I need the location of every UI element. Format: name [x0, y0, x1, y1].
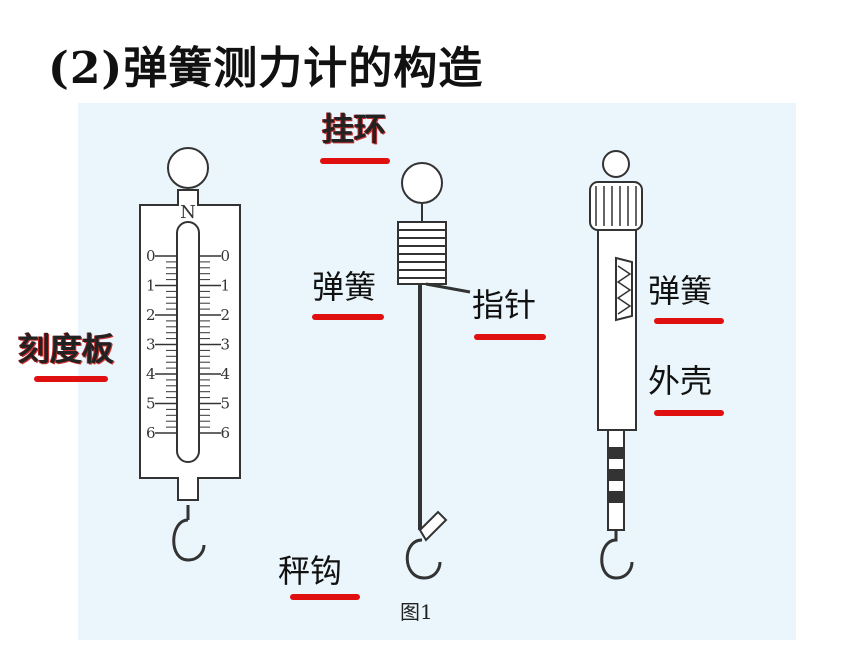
label-ring: 挂环 — [322, 110, 387, 148]
label-spring-middle: 弹簧 — [312, 268, 377, 306]
tick-label: 6 — [146, 424, 156, 442]
label-shell: 外壳 — [648, 362, 713, 400]
right-cap — [589, 181, 643, 231]
underline-shell — [654, 410, 724, 416]
underline-spring-middle — [312, 314, 384, 320]
pointer-line — [425, 282, 471, 294]
underline-ring — [320, 158, 390, 164]
middle-top-ring — [401, 162, 443, 204]
middle-spring-scale — [397, 162, 471, 580]
middle-hook — [405, 538, 442, 580]
left-top-ring — [167, 147, 209, 189]
page-title: (2)弹簧测力计的构造 — [48, 43, 484, 94]
left-hook — [172, 505, 206, 562]
tick-label: 2 — [220, 306, 230, 324]
right-hook — [600, 530, 634, 580]
tick-label: 4 — [220, 365, 230, 383]
label-hook: 秤钩 — [278, 552, 343, 590]
underline-scale-plate — [34, 376, 108, 382]
left-spring-scale — [139, 147, 241, 562]
figure-caption: 图1 — [400, 600, 433, 624]
label-pointer: 指针 — [472, 286, 537, 324]
label-spring-right: 弹簧 — [648, 272, 713, 310]
tick-label: 6 — [220, 424, 230, 442]
tick-label: 3 — [146, 336, 156, 354]
label-scale-plate: 刻度板 — [18, 330, 115, 368]
right-top-ring — [602, 150, 630, 178]
underline-hook — [290, 594, 360, 600]
unit-letter-n: N — [180, 202, 196, 223]
tick-label: 0 — [146, 247, 156, 265]
tick-label: 1 — [220, 277, 230, 295]
underline-spring-right — [654, 318, 724, 324]
underline-pointer — [474, 334, 546, 340]
left-scale-tube — [176, 221, 200, 463]
tick-label: 4 — [146, 365, 156, 383]
tick-label: 0 — [220, 247, 230, 265]
tick-label: 1 — [146, 277, 156, 295]
tick-label: 2 — [146, 306, 156, 324]
tick-label: 5 — [146, 395, 156, 413]
tick-label: 5 — [220, 395, 230, 413]
tick-label: 3 — [220, 336, 230, 354]
left-scale-ticks — [155, 255, 221, 434]
right-spring-scale — [589, 150, 643, 580]
